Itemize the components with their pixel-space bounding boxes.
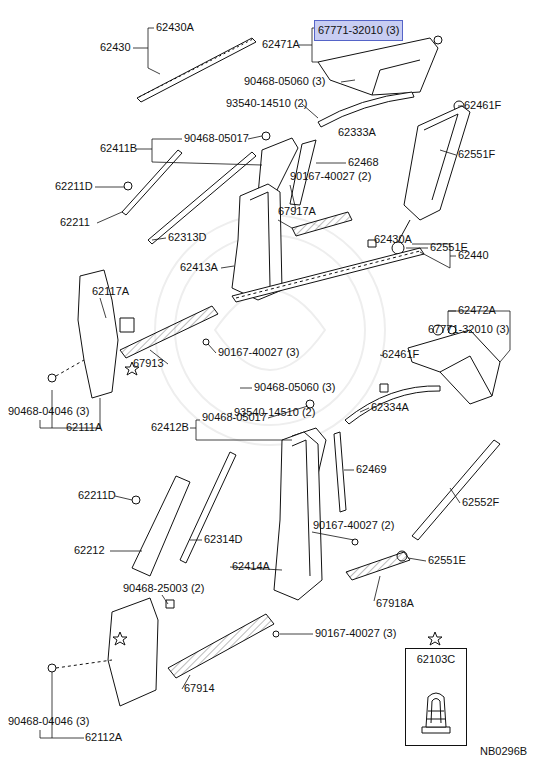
leader-line [40,28,510,738]
callout-number: 62117A [92,285,129,298]
part-number: 67771-32010 (3) [318,24,399,37]
callout-number: 62468 [348,156,379,169]
clip-illustration [416,683,456,739]
callout-number: 62440 [458,249,489,262]
callout-number: 90167-40027 (3) [218,346,299,359]
callout-number: 62333A [338,126,376,139]
strip [334,432,346,512]
callout-number: 90167-40027 (2) [290,170,371,183]
callout-number: 90468-05017 [184,132,249,145]
callout-number: 62111A [66,421,102,434]
callout-number: 62551E [428,554,466,567]
callout-number: 62472A [458,304,496,317]
callout-number: 90167-40027 (2) [313,519,394,532]
pad [120,318,134,332]
center-pillar [274,432,322,600]
callout-number: 67917A [278,205,316,218]
clip [434,36,442,44]
cowl-side-trim [108,598,158,706]
detail-box: 62103C [405,648,467,746]
scuff-plate [346,552,410,580]
callout-number: 62471A [262,38,300,51]
scuff-plate [168,614,274,678]
callout-number: 62552F [462,496,499,509]
callout-number: 67914 [184,682,215,695]
callout-number: 93540-14510 (2) [226,97,307,110]
scuff-plate [120,306,218,358]
weatherstrip [180,452,236,563]
callout-number: 90468-25003 (2) [123,582,204,595]
callout-number: 62461F [464,99,501,112]
quarter-trim [318,38,438,95]
callout-number: 90468-05017 [202,411,267,424]
quarter-trim [408,330,500,404]
callout-number: NB0296B [480,745,527,758]
callout-number: 62212 [74,544,105,557]
callout-number: 90468-04046 (3) [8,715,89,728]
weatherstrip [345,386,440,424]
center-pillar [232,184,282,300]
callout-number: 62551F [458,148,495,161]
callout-number: 62313D [168,231,207,244]
callout-number: 62314D [204,533,243,546]
callout-number: 62430A [156,21,194,34]
callout-number: 90468-04046 (3) [8,405,89,418]
molding-strip [137,38,256,102]
callout-number: 67913 [133,357,164,370]
callout-number: 62461F [382,348,419,361]
highlighted-part-number: 67771-32010 (3) [314,20,403,41]
callout-number: 62414A [232,560,270,573]
callout-number: 90167-40027 (3) [315,627,396,640]
pillar-garnish [412,440,500,540]
callout-number: 62112A [85,731,122,744]
weatherstrip [318,92,414,127]
callout-number: 90468-05060 (3) [244,75,325,88]
callout-number: 62211 [60,216,90,229]
callout-number: 62211D [78,489,116,502]
part-number: 62103C [410,653,462,666]
star-symbol [113,362,442,645]
callout-number: 62412B [151,421,189,434]
callout-number: 62413A [180,261,218,274]
callout-number: 62334A [371,401,409,414]
callout-number: 67918A [376,597,414,610]
callout-number: 90468-05060 (3) [254,381,335,394]
callout-number: 67771-32010 (3) [428,323,509,336]
pillar-garnish [404,106,470,220]
callout-number: 62411B [100,142,137,155]
callout-number: 62469 [356,463,387,476]
callout-number: 62211D [55,180,93,193]
callout-number: 62430A [374,233,412,246]
callout-number: 62430 [100,41,131,54]
molding [232,248,424,302]
